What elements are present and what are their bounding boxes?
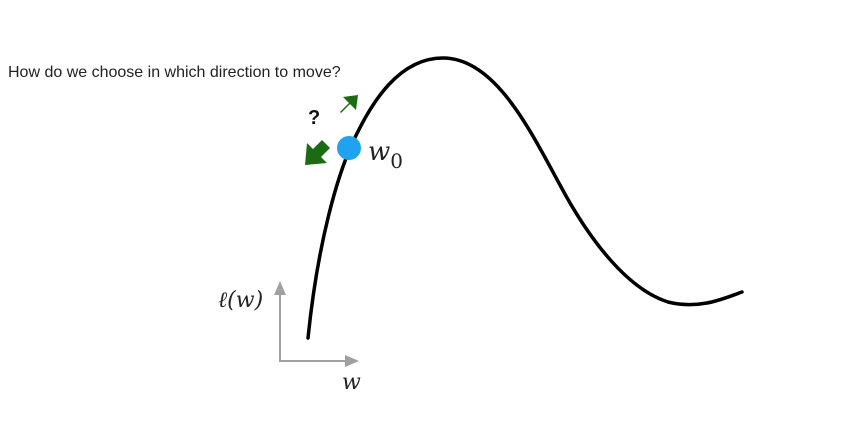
axes [274,281,359,367]
point-label-subscript: 0 [390,149,403,173]
question-text: How do we choose in which direction to m… [8,64,341,81]
y-axis-label: ℓ(w) [218,288,263,313]
x-axis-label: w [342,370,361,395]
x-axis-arrowhead [345,355,359,367]
y-axis-arrowhead [274,281,286,295]
question-mark: ? [308,107,320,129]
loss-curve [306,56,744,340]
arrow-up-right-icon [340,95,358,113]
point-label: w0 [368,137,403,173]
current-point-w0 [337,136,361,160]
arrow-down-left-icon [305,140,330,165]
